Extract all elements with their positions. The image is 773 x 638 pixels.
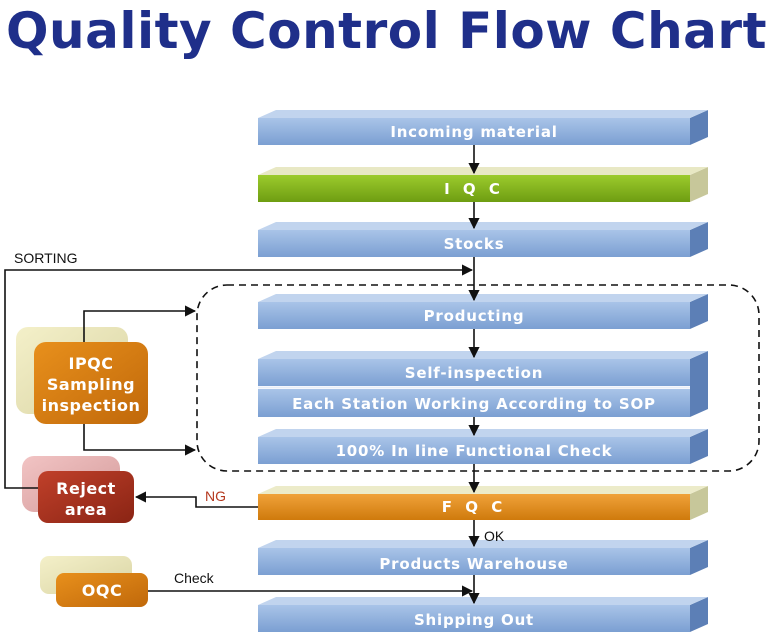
reject-label-line1: Reject — [56, 479, 116, 498]
step-functional-check: 100% In line Functional Check — [258, 429, 708, 464]
step-products-warehouse: Products Warehouse — [258, 540, 708, 575]
ng-label: NG — [205, 488, 226, 504]
arrow-ipqc-to-functional — [83, 424, 197, 456]
ipqc-sampling-box: IPQC Sampling inspection — [16, 327, 148, 424]
step-stocks-label: Stocks — [444, 235, 505, 253]
step-incoming-label: Incoming material — [390, 123, 557, 141]
check-label: Check — [174, 570, 215, 586]
step-functional-check-label: 100% In line Functional Check — [336, 442, 613, 460]
step-stocks: Stocks — [258, 222, 708, 257]
step-producting-label: Producting — [424, 307, 525, 325]
step-each-station: Each Station Working According to SOP — [258, 386, 690, 417]
step-iqc: I Q C — [258, 167, 708, 202]
step-self-inspection-label: Self-inspection — [405, 364, 543, 382]
page-title: Quality Control Flow Chart — [6, 2, 767, 60]
oqc-label: OQC — [82, 581, 122, 600]
ipqc-label-line2: Sampling — [47, 375, 135, 394]
arrow-ipqc-to-producting — [83, 305, 197, 342]
step-each-station-label: Each Station Working According to SOP — [292, 395, 656, 413]
ok-label: OK — [484, 528, 505, 544]
oqc-box: OQC — [40, 556, 148, 607]
step-shipping-label: Shipping Out — [414, 611, 534, 629]
step-fqc-label: F Q C — [442, 498, 506, 516]
reject-label-line2: area — [65, 500, 107, 519]
step-producting: Producting — [258, 294, 708, 329]
step-self-inspection: Self-inspection — [258, 351, 708, 417]
step-shipping-out: Shipping Out — [258, 597, 708, 632]
step-incoming-material: Incoming material — [258, 110, 708, 145]
step-warehouse-label: Products Warehouse — [379, 555, 568, 573]
arrow-sorting-loop — [4, 264, 474, 489]
arrow-fqc-ng-to-reject — [134, 491, 258, 508]
step-iqc-label: I Q C — [444, 180, 504, 198]
ipqc-label-line3: inspection — [42, 396, 141, 415]
sorting-label: SORTING — [14, 250, 78, 266]
ipqc-label-line1: IPQC — [68, 354, 113, 373]
production-group-outline — [196, 284, 760, 472]
reject-area-box: Reject area — [22, 456, 134, 523]
step-fqc: F Q C — [258, 486, 708, 520]
